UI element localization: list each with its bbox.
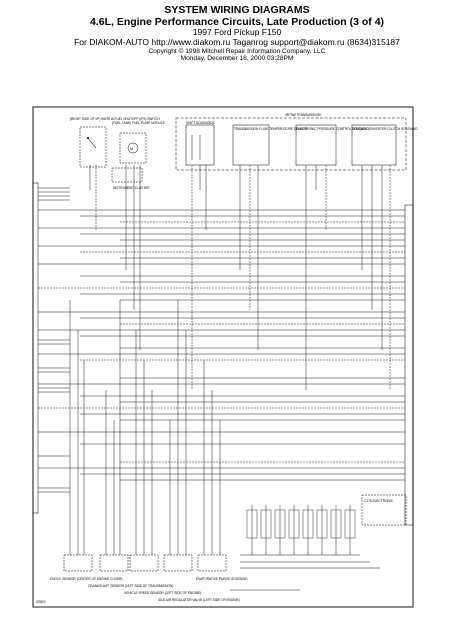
- epc-solenoid: [295, 124, 337, 166]
- instrument-cluster-label: INSTRUMENT CLUSTER: [113, 186, 150, 190]
- diagram-title: SYSTEM WIRING DIAGRAMS: [164, 4, 310, 16]
- contact-line: For DIAKOM-AUTO http://www.diakom.ru Tag…: [74, 36, 400, 47]
- tcc-solenoid-label: TORQUE CONVERTER CLUTCH SOLENOID: [352, 127, 418, 131]
- tft-sensor: [232, 124, 270, 166]
- wiring-lines: [38, 165, 405, 591]
- page-code: G0820: [36, 600, 46, 604]
- pcm-right-connector: [404, 204, 414, 526]
- fuel-pump-module: M: [119, 132, 147, 164]
- diagram-header: SYSTEM WIRING DIAGRAMS 4.6L, Engine Perf…: [0, 4, 474, 63]
- epc-solenoid-label: ELECTRONIC PRESSURE CONTROL SOLENOID: [296, 127, 369, 131]
- splice-label: C175 ELECTRONIC: [364, 499, 394, 503]
- pcm-left-connector: [32, 182, 39, 514]
- transmission-label: 4R70W TRANSMISSION: [285, 113, 321, 117]
- crank-sensor-label: CRANKSHAFT SENSOR (LEFT SIDE OF TRANSMIS…: [88, 584, 173, 588]
- knock-sensor-label: KNOCK SENSOR (CENTER OF ENGINE COVER): [50, 577, 122, 581]
- inertia-switch: [79, 126, 107, 168]
- vehicle-line: 1997 Ford Pickup F150: [192, 27, 282, 38]
- transmission-pin-box: [288, 509, 300, 539]
- vss-label: VEHICLE SPEED SENSOR (LEFT SIDE OF ENGIN…: [124, 591, 201, 595]
- transmission-box: [175, 117, 407, 171]
- transmission-pin-box: [246, 509, 258, 539]
- splice-box: [361, 494, 407, 526]
- evap-label: EVAPORATIVE PURGE SOLENOID: [196, 577, 248, 581]
- transmission-pin-box: [302, 509, 314, 539]
- fuel-pump-motor-icon: M: [130, 147, 133, 151]
- transmission-pin-box: [274, 509, 286, 539]
- fuel-pump-label: (FUEL TANK) FUEL PUMP MODULE: [112, 121, 165, 125]
- shift-solenoids: [185, 124, 215, 166]
- transmission-pin-box: [344, 509, 356, 539]
- transmission-pin-box: [260, 509, 272, 539]
- bottom-sensors: [63, 554, 227, 572]
- date-line: Monday, December 18, 2000 03:28PM: [180, 55, 294, 63]
- instrument-cluster: [111, 167, 143, 183]
- inertia-switch-text: (RIGHT SIDE OF I/P) INERTIA FUEL SHUTOFF…: [70, 117, 161, 121]
- transmission-pin-box: [316, 509, 328, 539]
- diagram-subtitle: 4.6L, Engine Performance Circuits, Late …: [89, 16, 385, 29]
- tft-sensor-label: TRANSMISSION FLUID TEMPERATURE SENSOR: [234, 127, 308, 131]
- iac-label: IDLE AIR REGULATOR VALVE (LEFT SIDE OF E…: [158, 598, 240, 602]
- tcc-solenoid: [351, 124, 397, 166]
- shift-solenoids-label: SHIFT SOLENOIDS: [186, 121, 215, 125]
- copyright-line: Copyright © 1998 Mitchell Repair Informa…: [148, 47, 326, 55]
- transmission-pin-box: [330, 509, 342, 539]
